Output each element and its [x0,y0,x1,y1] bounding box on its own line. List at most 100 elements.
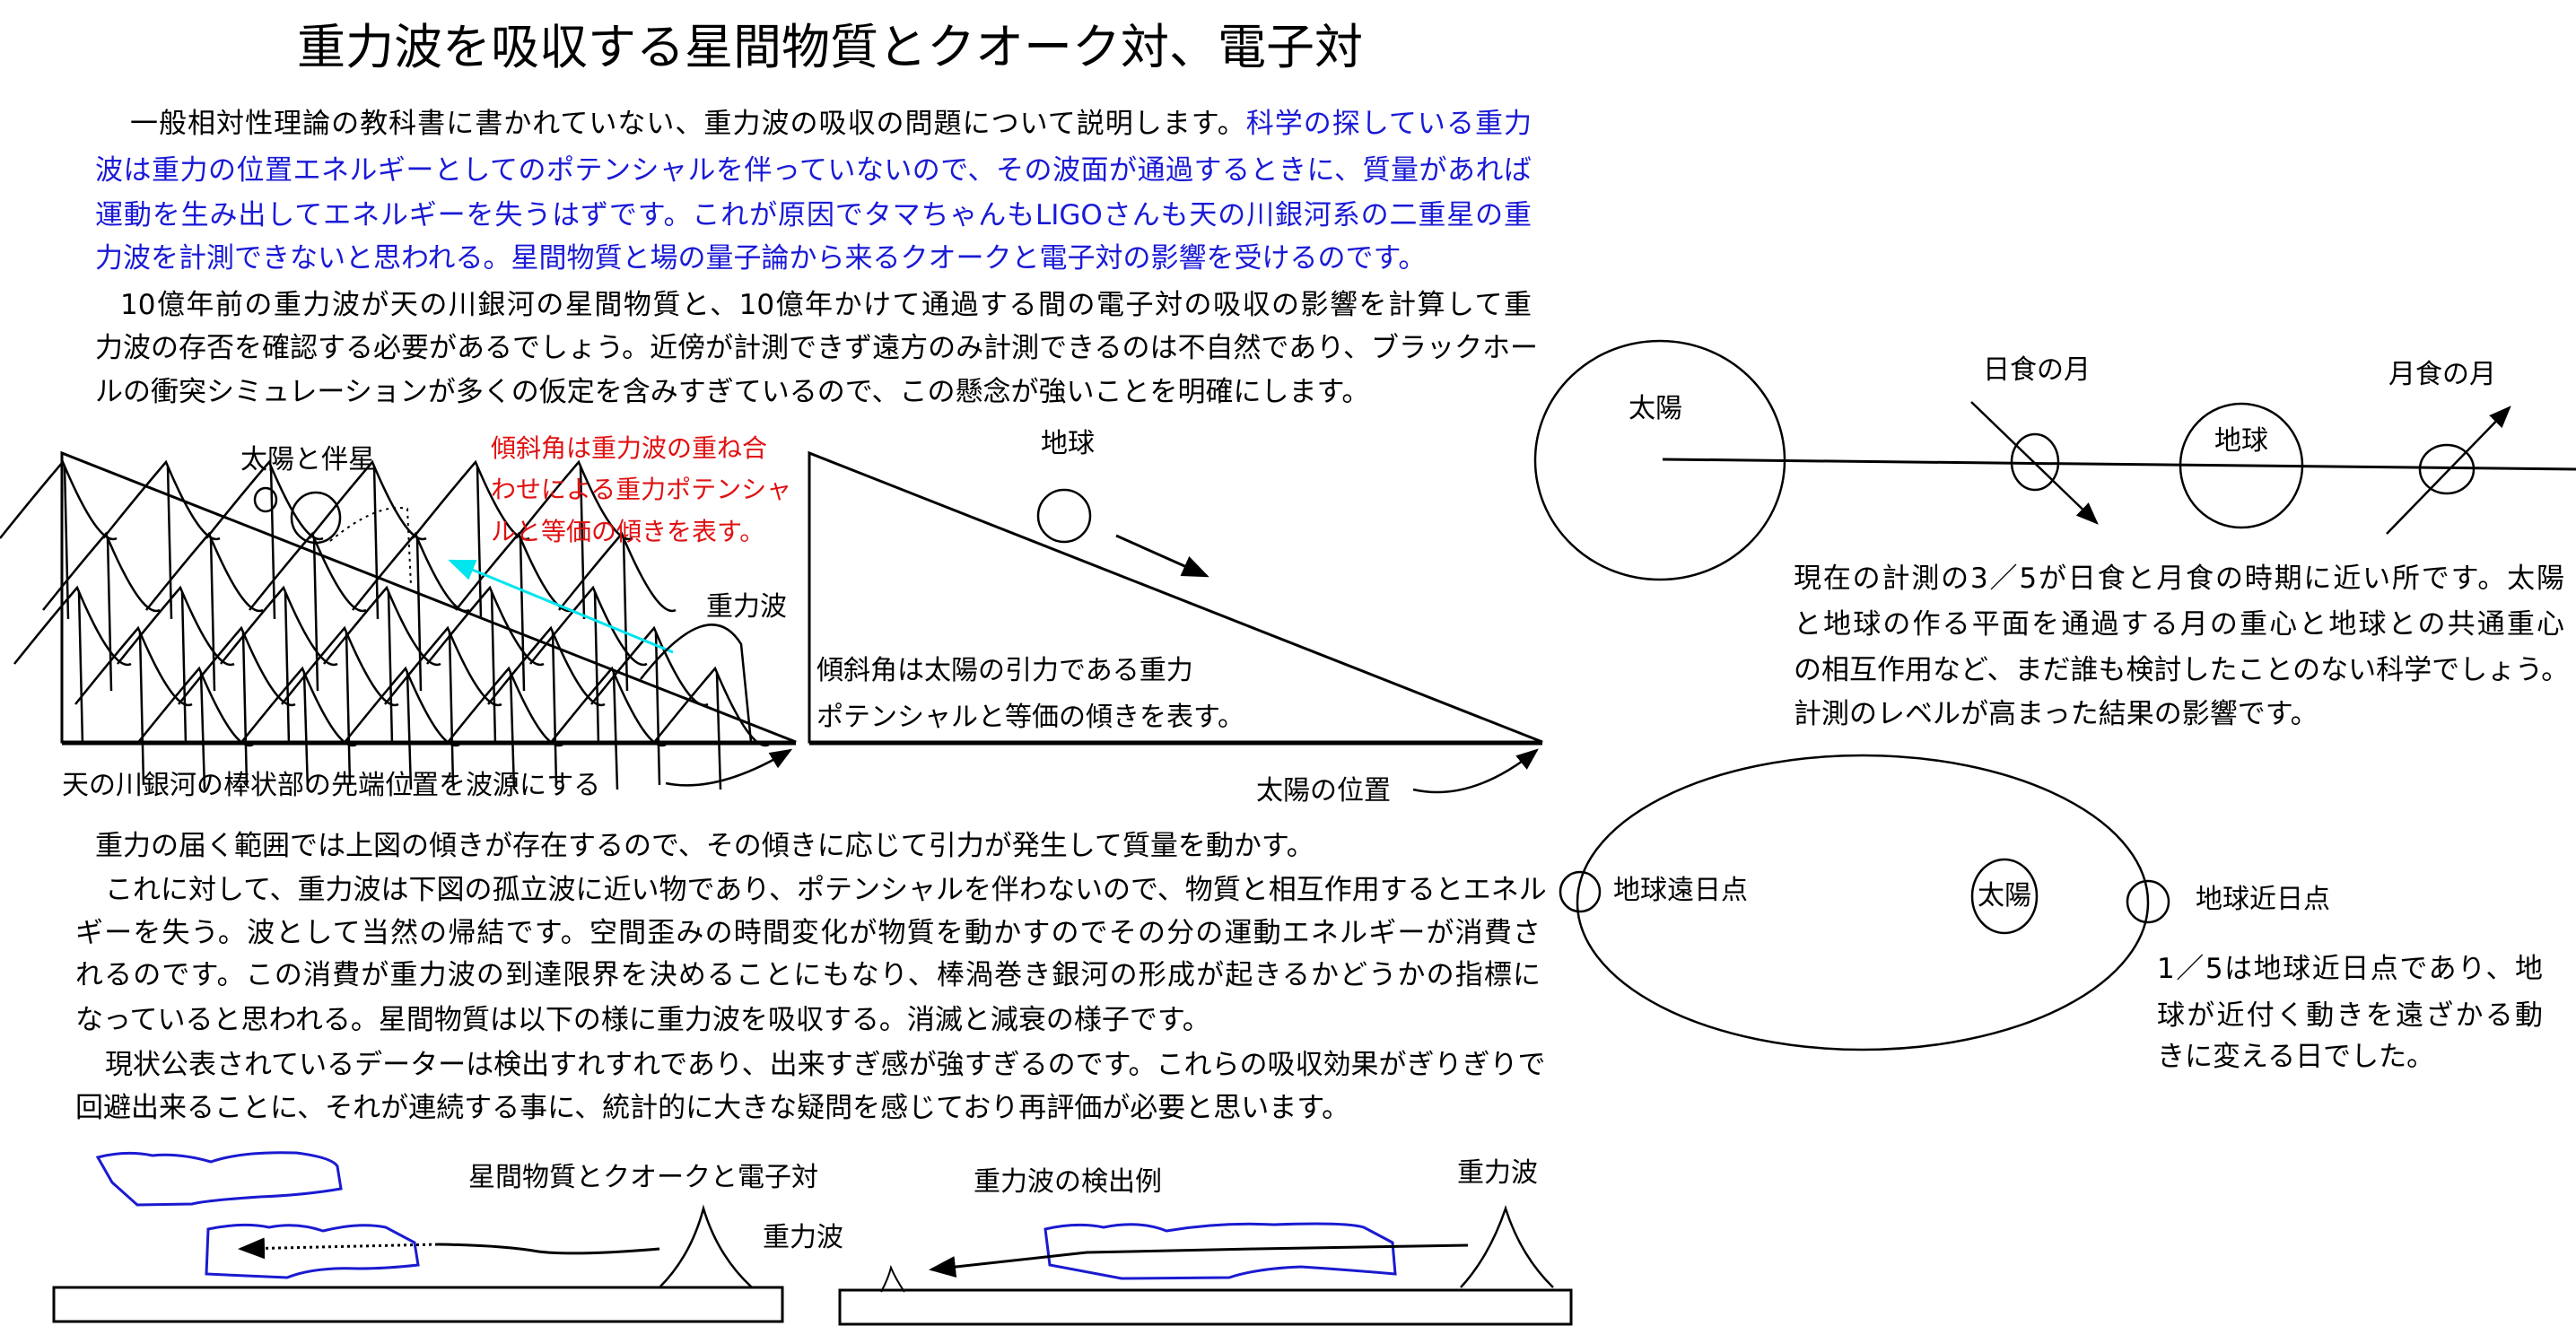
earth-circle-large [2179,402,2304,529]
perihelion-earth [2126,879,2170,924]
wave-curve [74,625,193,707]
interstellar-matter-blob [1043,1222,1397,1280]
intro-highlight-line: 波は重力の位置エネルギーとしてのポテンシャルを伴っていないので、その波面が通過す… [95,154,1532,187]
wave-curve [102,459,221,541]
eclipse-note-line: 計測のレベルが高まった結果の影響です。 [1794,698,2318,730]
wave-trace [406,672,413,790]
wave-trace [579,466,586,620]
sun-label: 太陽 [1629,393,1682,424]
wave-curve [590,625,709,707]
wave-trace [372,466,380,620]
orbit-note-line: 球が近付く動きを遠ざかる動 [2157,999,2543,1032]
wave-trace [387,591,394,746]
intro-line: 一般相対性理論の教科書に書かれていない、重力波の吸収の問題について説明します。科… [130,106,1532,142]
wave-trace [476,466,483,620]
wave-trace [519,537,526,692]
body-line: ギーを失う。波として当然の帰結です。空間歪みの時間変化が物質を動かすのでその分の… [75,917,1541,949]
potential-note-line: 傾斜角は太陽の引力である重力 [816,655,1193,686]
cyan-arrow [448,559,674,654]
earth-label: 地球 [2214,425,2268,457]
wave-curve [13,585,132,667]
lunar-moon-arrow [2386,406,2511,535]
wave-trace [551,632,558,786]
body-line: 回避出来ることに、それが連続する事に、統計的に大きな疑問を感じており再評価が必要… [75,1092,1350,1124]
gravity-wave-pulse [659,1204,753,1288]
wave-curve [220,585,338,667]
wave-trace [106,537,113,692]
wave-trace [241,632,249,786]
wave-curve [651,666,770,747]
wave-curve [352,531,470,613]
wave-path [437,1243,660,1255]
wave-trace [269,466,276,620]
interstellar-matter-blob [205,1223,420,1279]
sun-position-arrow [1412,748,1539,794]
gravity-wave-label: 重力波 [763,1222,843,1253]
wave-curve [145,531,264,613]
intro-text: 一般相対性理論の教科書に書かれていない、重力波の吸収の問題について説明します。 [130,108,1246,140]
gravity-potential-triangle [60,450,797,746]
wave-trace [302,672,310,790]
solar-eclipse-moon-label: 日食の月 [1983,354,2091,386]
intro-line: ルの衝突シミュレーションが多くの仮定を含みすぎているので、この懸念が強いことを明… [95,376,1370,408]
gravity-wave-label: 重力波 [1457,1157,1538,1189]
detector-base [52,1286,784,1323]
intro-highlight-line: 力波を計測できないと思われる。星間物質と場の量子論から来るクオークと電子対の影響… [95,242,1427,275]
wave-curve [42,531,161,613]
sun-companion-label: 太陽と伴星 [240,444,375,475]
wave-trace [715,672,722,790]
earth-label: 地球 [1041,428,1095,459]
sun-position-label: 太陽の位置 [1256,775,1391,807]
wave-curve [281,625,399,707]
solar-moon-arrow [1970,401,2099,525]
earth-circle [1036,488,1092,544]
orbit-sun [1970,858,2039,935]
wave-trace [448,632,455,786]
wave-trace [509,672,516,790]
red-note-line: 傾斜角は重力波の重ね合 [491,433,768,463]
wave-trace [199,672,206,790]
lunar-eclipse-moon-label: 月食の月 [2388,359,2496,390]
wave-curve [135,666,254,747]
wave-curve [178,625,296,707]
gravity-wave-lines [0,459,770,790]
aphelion-label: 地球遠日点 [1613,875,1748,906]
companion-star-circle [253,486,278,513]
wave-curve [323,585,441,667]
earth-orbit [1576,754,2150,1051]
wave-curve [529,585,648,667]
wave-trace [209,537,216,692]
wave-source-label: 天の川銀河の棒状部の先端位置を波源にする [62,770,601,801]
wave-curve [445,666,563,747]
orbit-note-line: 1／5は地球近日点であり、地 [2157,953,2543,985]
wave-curve [342,666,460,747]
intro-highlight: 科学の探している重力 [1245,108,1532,140]
gravity-wave-pulse [1460,1205,1554,1288]
wave-curve [0,459,118,541]
wave-trace [312,537,319,692]
wave-curve [426,585,545,667]
intro-line: 10億年前の重力波が天の川銀河の星間物質と、10億年かけて通過する間の電子対の吸… [120,289,1532,321]
gravity-wave-label: 重力波 [706,591,787,623]
body-line: これに対して、重力波は下図の孤立波に近い物であり、ポテンシャルを伴わないので、物… [105,874,1547,906]
earth-arrow [1115,534,1209,578]
sun-circle [290,491,342,545]
aphelion-earth [1559,870,1602,913]
wave-curve [548,666,667,747]
wave-curve [117,585,235,667]
wave-curve [384,625,502,707]
wave-trace [63,466,70,620]
body-line: れるのです。この消費が重力波の到達限界を決めることにもなり、棒渦巻き銀河の形成が… [75,959,1541,991]
detection-example-label: 重力波の検出例 [974,1166,1162,1198]
source-pointer-arrow [665,748,793,787]
potential-note-line: ポテンシャルと等価の傾きを表す。 [816,702,1244,733]
wave-curve [558,531,677,613]
solar-eclipse-moon [2010,432,2060,492]
wave-trace [654,632,661,786]
wave-trace [166,466,173,620]
wave-trace [345,632,352,786]
body-line: なっていると思われる。星間物質は以下の様に重力波を吸収する。消滅と減衰の様子です… [75,1004,1210,1036]
wave-trace [284,591,291,746]
red-note-line: ルと等価の傾きを表す。 [491,517,765,546]
detected-wave-arrow [929,1243,1469,1278]
